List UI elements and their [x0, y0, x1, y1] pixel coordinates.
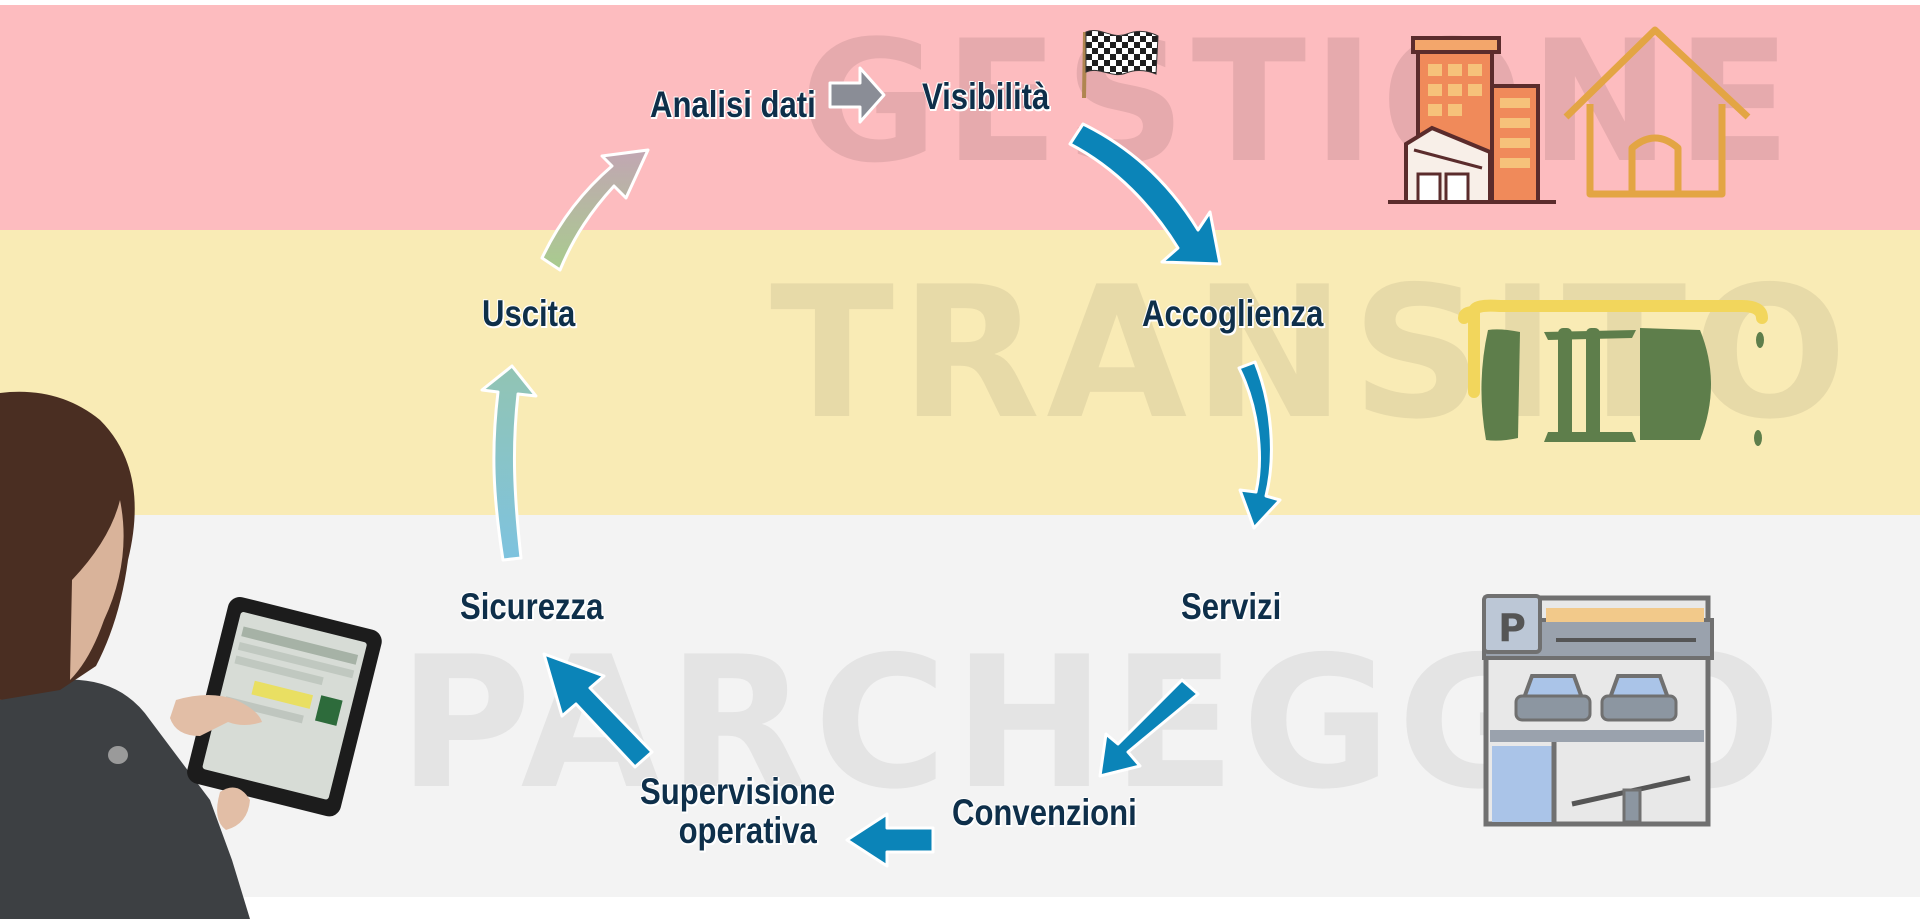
house-icon [1563, 26, 1751, 198]
arrow-analisi-to-visibilita [828, 66, 886, 124]
step-supervisione-operativa: Supervisione operativa [640, 771, 836, 851]
step-analisi-dati: Analisi dati [650, 84, 816, 125]
woman-with-tablet [0, 391, 382, 919]
step-accoglienza: Accoglienza [1142, 293, 1324, 334]
arrow-visibilita-to-accoglienza [1068, 122, 1222, 266]
arrow-convenzioni-to-supervisione [845, 812, 935, 868]
step-supervisione-line1: Supervisione [640, 771, 836, 812]
office-building-icon [1388, 36, 1556, 204]
step-visibilita: Visibilità [922, 76, 1050, 117]
arrow-supervisione-to-sicurezza [542, 652, 654, 769]
watermark-gestione: GESTIONE [800, 4, 1797, 200]
parking-garage-icon: P [1482, 594, 1714, 827]
step-supervisione-line2: operativa [678, 809, 817, 851]
arrow-sicurezza-to-uscita [480, 364, 538, 562]
step-sicurezza: Sicurezza [460, 586, 604, 627]
svg-text:P: P [1498, 606, 1526, 650]
step-servizi: Servizi [1181, 586, 1282, 627]
car-icon [1458, 299, 1768, 446]
arrow-uscita-to-analisi [540, 148, 650, 272]
step-convenzioni: Convenzioni [952, 792, 1137, 833]
arrow-servizi-to-convenzioni [1098, 678, 1200, 778]
step-uscita: Uscita [482, 293, 576, 334]
arrow-accoglienza-to-servizi [1237, 360, 1282, 530]
checkered-flag-icon [1082, 30, 1159, 99]
